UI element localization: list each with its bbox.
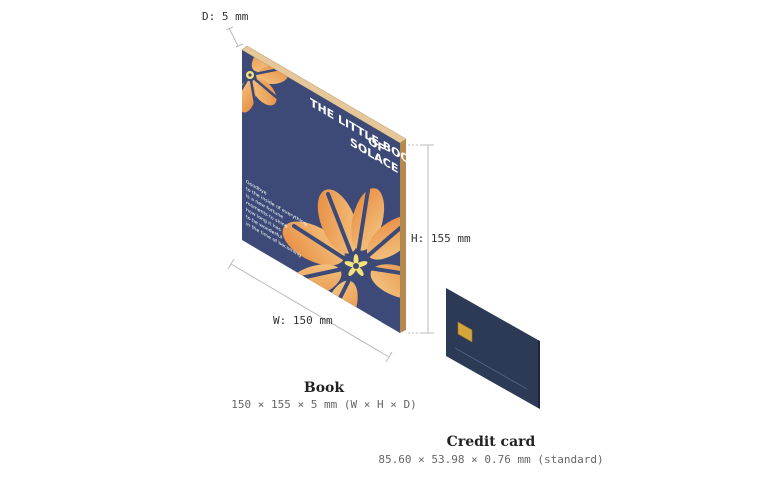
credit-card-illustration [446,288,540,409]
book-caption-dimensions: 150 × 155 × 5 mm (W × H × D) [231,398,416,411]
credit-card-stripe [454,347,528,390]
card-caption-title: Credit card [447,434,536,450]
book-3d-illustration: THE LITTLE BOOK OF SOLACE Goodbye to the… [241,45,419,333]
credit-card-chip [457,321,473,343]
depth-dimension-label: D: 5 mm [202,10,249,23]
width-dimension-label: W: 150 mm [273,314,333,327]
card-caption-dimensions: 85.60 × 53.98 × 0.76 mm (standard) [378,453,603,466]
credit-card-body [446,288,538,408]
book-caption-title: Book [304,380,345,396]
book-side-edge [400,139,406,333]
credit-card-edge [538,340,540,409]
book-dimension-lines [225,26,434,363]
height-dimension-label: H: 155 mm [411,232,471,245]
